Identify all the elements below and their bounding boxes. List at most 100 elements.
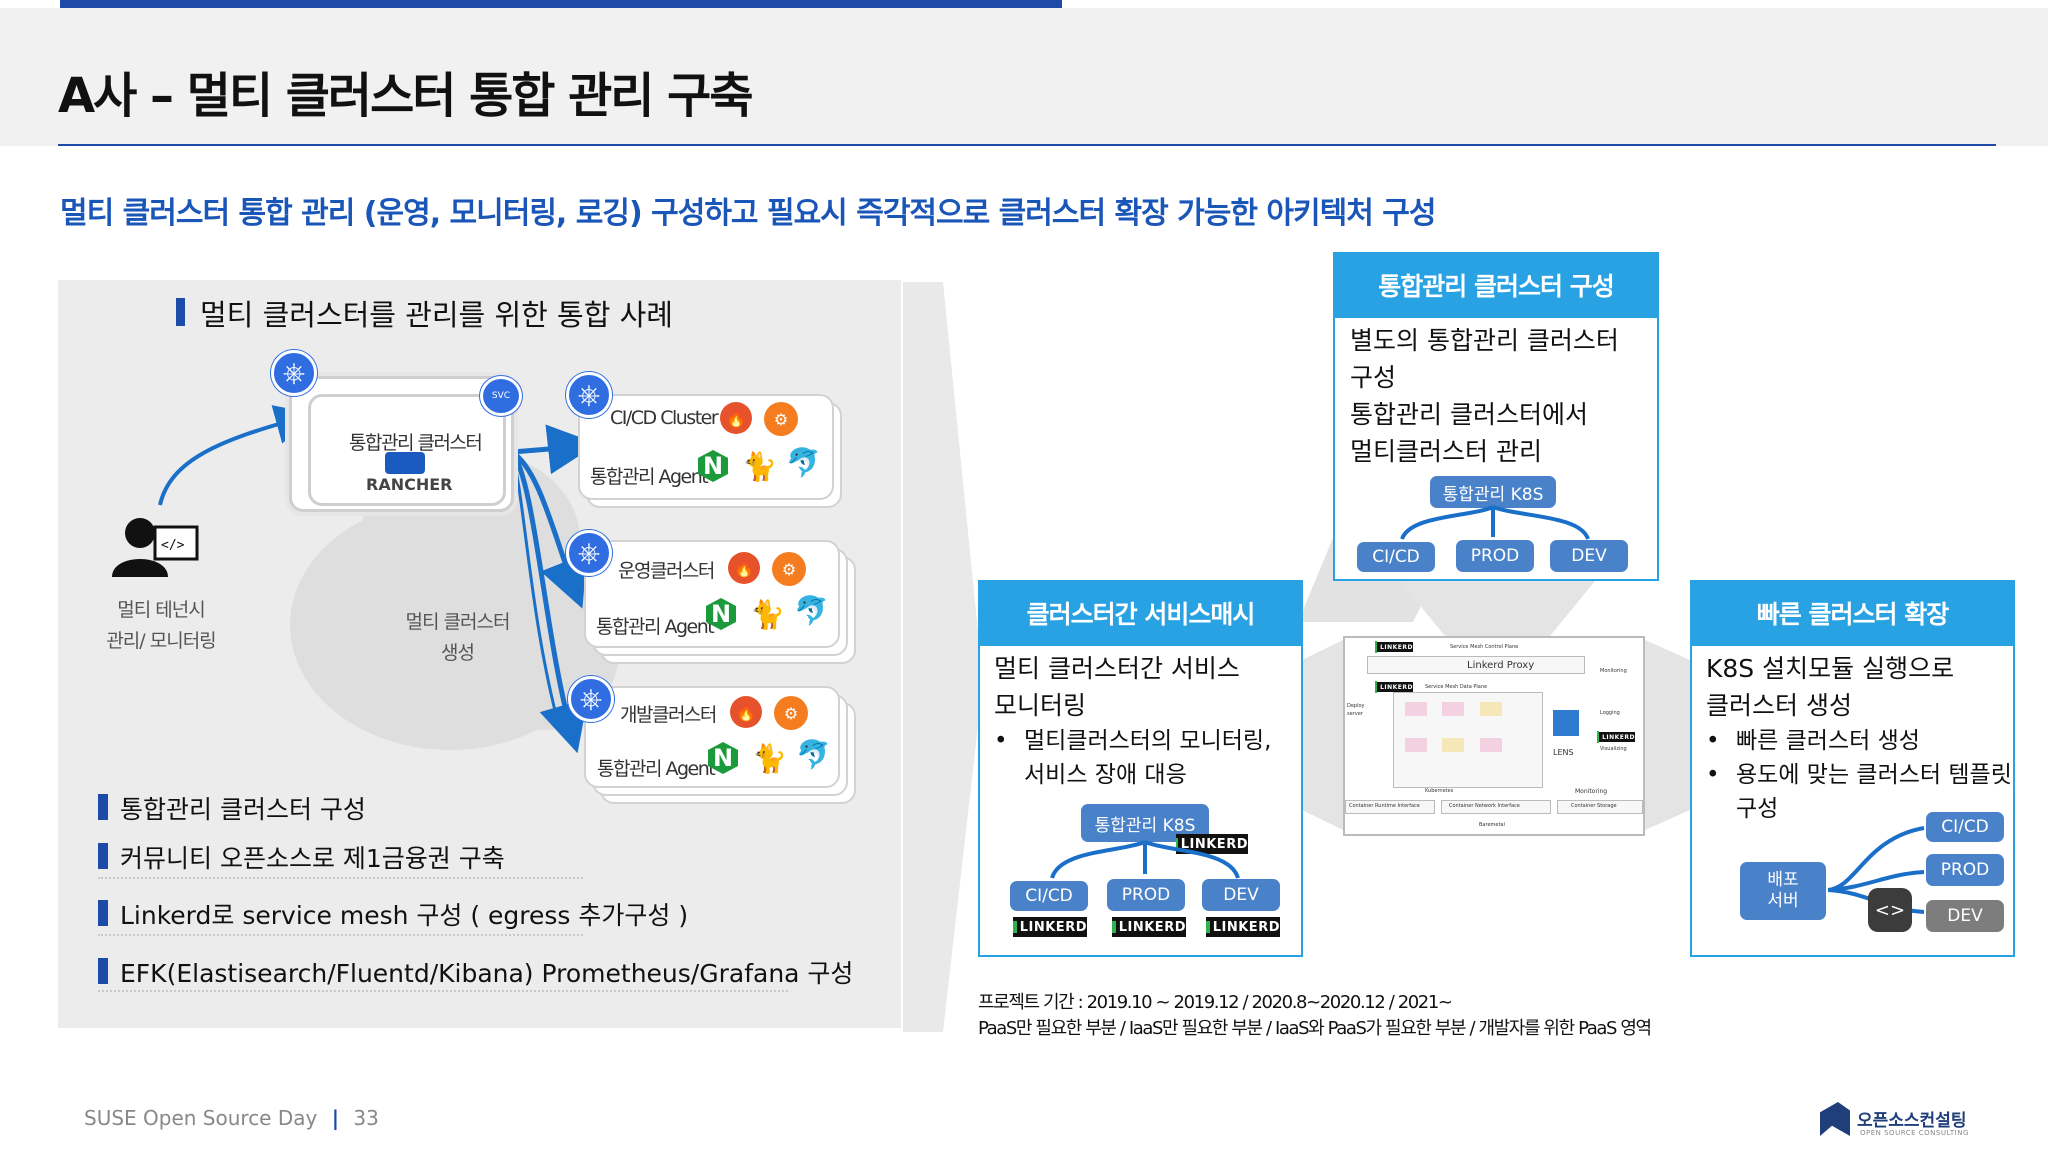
- mini-pod: [1480, 702, 1502, 716]
- env-pill: CI/CD: [1010, 881, 1088, 911]
- cluster-agent: 통합관리 Agent: [597, 758, 716, 780]
- mini-pod: [1405, 738, 1427, 752]
- fast-scale-header: 빠른 클러스터 확장: [1690, 580, 2015, 646]
- deploy-line: 배포: [1767, 870, 1799, 890]
- page-number: 33: [353, 1106, 379, 1130]
- project-period: 프로젝트 기간 : 2019.10 ~ 2019.12 / 2020.8~202…: [978, 992, 1453, 1013]
- bullet-text: 구성: [1736, 796, 1779, 822]
- bullet-text: 서비스 장애 대응: [1024, 762, 1187, 788]
- text-line: 멀티 클러스터간 서비스: [994, 654, 1240, 683]
- service-mesh-text: 멀티 클러스터간 서비스 모니터링: [994, 650, 1240, 724]
- tomcat-icon: 🐈: [742, 450, 777, 483]
- cluster-name: CI/CD Cluster: [610, 407, 719, 429]
- mini-monitoring-label: Monitoring: [1600, 668, 1627, 674]
- text-line: 클러스터 생성: [1706, 691, 1852, 720]
- dotted-divider: [98, 877, 583, 879]
- dotted-divider: [98, 990, 788, 992]
- integrated-cluster-text: 별도의 통합관리 클러스터 구성 통합관리 클러스터에서 멀티클러스터 관리: [1350, 322, 1619, 470]
- code-template-icon: <>: [1868, 888, 1912, 932]
- company-logo-sub: OPEN SOURCE CONSULTING: [1860, 1129, 1969, 1137]
- service-mesh-header: 클러스터간 서비스매시: [978, 580, 1303, 646]
- env-pill: PROD: [1926, 854, 2004, 886]
- prometheus-icon: 🔥: [730, 696, 762, 728]
- user-label: 멀티 테넌시 관리/ 모니터링: [96, 595, 226, 657]
- linkerd-badge: LINKERD: [1112, 917, 1186, 937]
- linkerd-badge: LINKERD: [1176, 834, 1248, 854]
- bullet-text: 빠른 클러스터 생성: [1736, 728, 1920, 754]
- cluster-create-label: 멀티 클러스터 생성: [395, 607, 520, 669]
- bullet-text: 멀티클러스터의 모니터링,: [1024, 728, 1272, 754]
- mini-pod: [1442, 702, 1464, 716]
- service-network-icon: SVC: [480, 376, 522, 416]
- text-line: 구성: [1350, 363, 1397, 392]
- mini-kubernetes-label: Kubernetes: [1425, 788, 1454, 794]
- footer-event: SUSE Open Source Day | 33: [84, 1106, 379, 1130]
- mini-proxy-label: Linkerd Proxy: [1467, 660, 1535, 671]
- text-line: 통합관리 클러스터에서: [1350, 400, 1588, 429]
- env-pill: DEV: [1926, 900, 2004, 932]
- grafana-icon: ⚙: [764, 402, 798, 436]
- env-pill: PROD: [1456, 540, 1534, 572]
- linkerd-badge: LINKERD: [1013, 917, 1087, 937]
- env-pill: DEV: [1202, 879, 1280, 911]
- header-band: [0, 8, 2048, 146]
- mysql-icon: 🐬: [786, 446, 821, 479]
- rancher-logo-icon: [385, 452, 425, 474]
- service-badge-label: SVC: [491, 391, 511, 401]
- dotted-divider: [98, 934, 583, 936]
- prometheus-icon: 🔥: [728, 552, 760, 584]
- mysql-icon: 🐬: [796, 738, 831, 771]
- user-label-line1: 멀티 테넌시: [117, 599, 205, 621]
- mini-cni-box: [1441, 800, 1551, 814]
- bullet-marker: [98, 794, 108, 820]
- bullet-text: 용도에 맞는 클러스터 템플릿: [1736, 762, 2012, 788]
- grafana-icon: ⚙: [772, 552, 806, 586]
- panel-heading: 멀티 클러스터를 관리를 위한 통합 사례: [200, 298, 673, 332]
- mysql-icon: 🐬: [794, 594, 829, 627]
- env-pill: PROD: [1107, 879, 1185, 911]
- mini-pod: [1405, 702, 1427, 716]
- left-bullet: Linkerd로 service mesh 구성 ( egress 추가구성 ): [120, 901, 689, 930]
- linkerd-badge: LINKERD: [1206, 917, 1280, 937]
- top-accent-bar: [60, 0, 1062, 8]
- mini-control-label: Service Mesh Control Plane: [1450, 644, 1519, 650]
- mini-pod: [1442, 738, 1464, 752]
- mini-baremetal-label: Baremetal: [1479, 822, 1505, 828]
- mini-logging-label: Logging: [1600, 710, 1620, 716]
- text-line: 별도의 통합관리 클러스터: [1350, 326, 1619, 355]
- mini-storage-box: [1557, 800, 1643, 814]
- mini-visualizing-label: Visualizing: [1600, 746, 1627, 752]
- project-legend: PaaS만 필요한 부분 / IaaS만 필요한 부분 / IaaS와 PaaS…: [978, 1018, 1652, 1039]
- bullet-marker: [98, 958, 108, 984]
- integrated-cluster-header: 통합관리 클러스터 구성: [1333, 252, 1659, 318]
- mini-proxy-box: [1367, 656, 1585, 674]
- page-title: A사 – 멀티 클러스터 통합 관리 구축: [58, 68, 753, 124]
- mini-pod: [1480, 738, 1502, 752]
- rancher-label: RANCHER: [366, 475, 453, 494]
- fast-scale-text: K8S 설치모듈 실행으로 클러스터 생성: [1706, 650, 1954, 724]
- cluster-name: 운영클러스터: [618, 560, 715, 582]
- service-mesh-bullet: •멀티클러스터의 모니터링, 서비스 장애 대응: [994, 724, 1271, 792]
- mini-lens-label: LENS: [1553, 748, 1574, 757]
- deploy-line: 서버: [1767, 891, 1799, 911]
- heading-marker: [176, 298, 185, 326]
- left-bullet: 통합관리 클러스터 구성: [120, 795, 366, 824]
- text-line: K8S 설치모듈 실행으로: [1706, 654, 1955, 683]
- title-divider: [58, 144, 1996, 146]
- left-bullet: 커뮤니티 오픈소스로 제1금융권 구축: [120, 844, 505, 873]
- mini-cni-label: Container Network Interface: [1449, 803, 1520, 809]
- footer-event-name: SUSE Open Source Day: [84, 1106, 318, 1130]
- mini-data-label: Service Mesh Data Plane: [1425, 684, 1488, 690]
- mini-linkerd-badge: LINKERD: [1375, 682, 1413, 692]
- user-label-line2: 관리/ 모니터링: [106, 630, 216, 652]
- mini-cri-label: Container Runtime Interface: [1349, 803, 1420, 809]
- mini-monitoring-label: Monitoring: [1575, 788, 1608, 795]
- nginx-icon: N: [698, 450, 728, 482]
- kubernetes-icon: ⎈: [271, 350, 317, 396]
- branch-arrows: [1400, 505, 1590, 540]
- grafana-icon: ⚙: [774, 696, 808, 730]
- kubernetes-icon: ⎈: [568, 676, 614, 722]
- mini-storage-label: Container Storage: [1571, 803, 1617, 809]
